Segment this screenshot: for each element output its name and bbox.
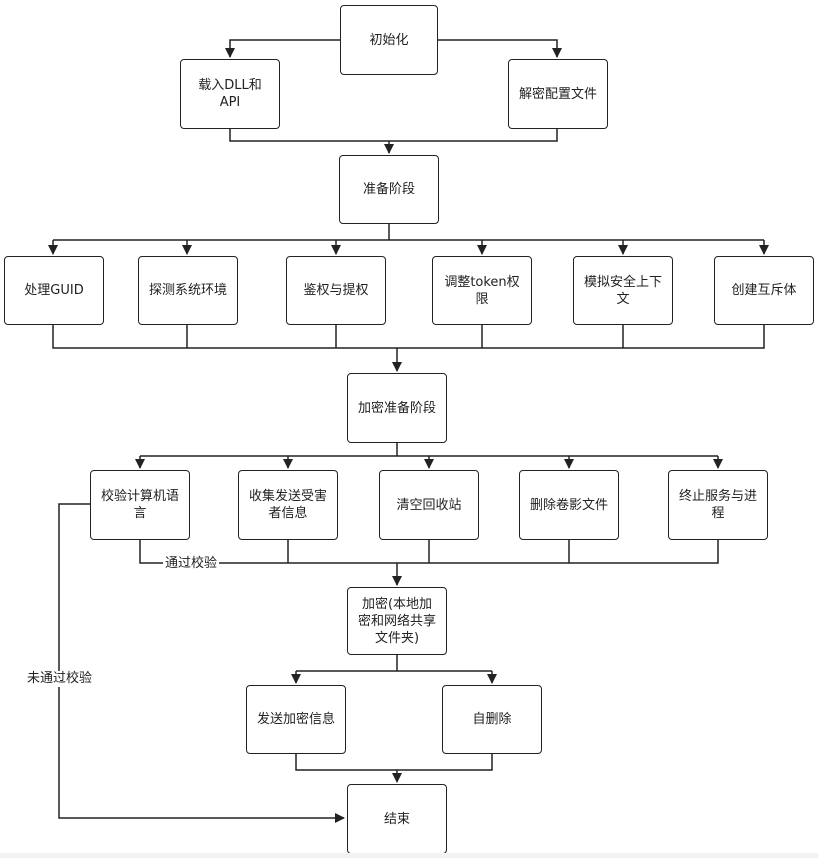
node-enc-prep-stage: 加密准备阶段 [347,373,447,443]
node-check-language: 校验计算机语 言 [90,470,190,540]
bottom-strip [0,853,818,858]
node-init: 初始化 [340,5,438,75]
node-adjust-token: 调整token权 限 [432,256,532,325]
node-handle-guid: 处理GUID [4,256,104,325]
node-kill-services: 终止服务与进 程 [668,470,768,540]
node-encrypt: 加密(本地加 密和网络共享 文件夹) [347,587,447,655]
node-self-delete: 自删除 [442,685,542,754]
edge-merge-stage1 [229,129,558,142]
edge-init-to-load-dll [225,39,340,58]
node-send-info: 发送加密信息 [246,685,346,754]
node-auth-escalate: 鉴权与提权 [286,256,386,325]
node-end: 结束 [347,784,447,854]
node-impersonate: 模拟安全上下 文 [573,256,673,325]
node-collect-info: 收集发送受害 者信息 [238,470,338,540]
edge-merge-stage4 [295,754,493,771]
node-detect-env: 探测系统环境 [138,256,238,325]
node-create-mutex: 创建互斥体 [714,256,814,325]
node-delete-shadow: 删除卷影文件 [519,470,619,540]
node-empty-recycle: 清空回收站 [379,470,479,540]
label-pass-check: 通过校验 [163,556,220,572]
edge-init-to-decrypt-cfg [438,39,562,58]
label-fail-check: 未通过校验 [25,671,95,687]
edge-fail-path [58,503,345,823]
edge-merge-stage2 [52,325,765,349]
node-load-dll: 载入DLL和 API [180,59,280,129]
node-decrypt-config: 解密配置文件 [508,59,608,129]
node-prep-stage: 准备阶段 [339,155,439,224]
